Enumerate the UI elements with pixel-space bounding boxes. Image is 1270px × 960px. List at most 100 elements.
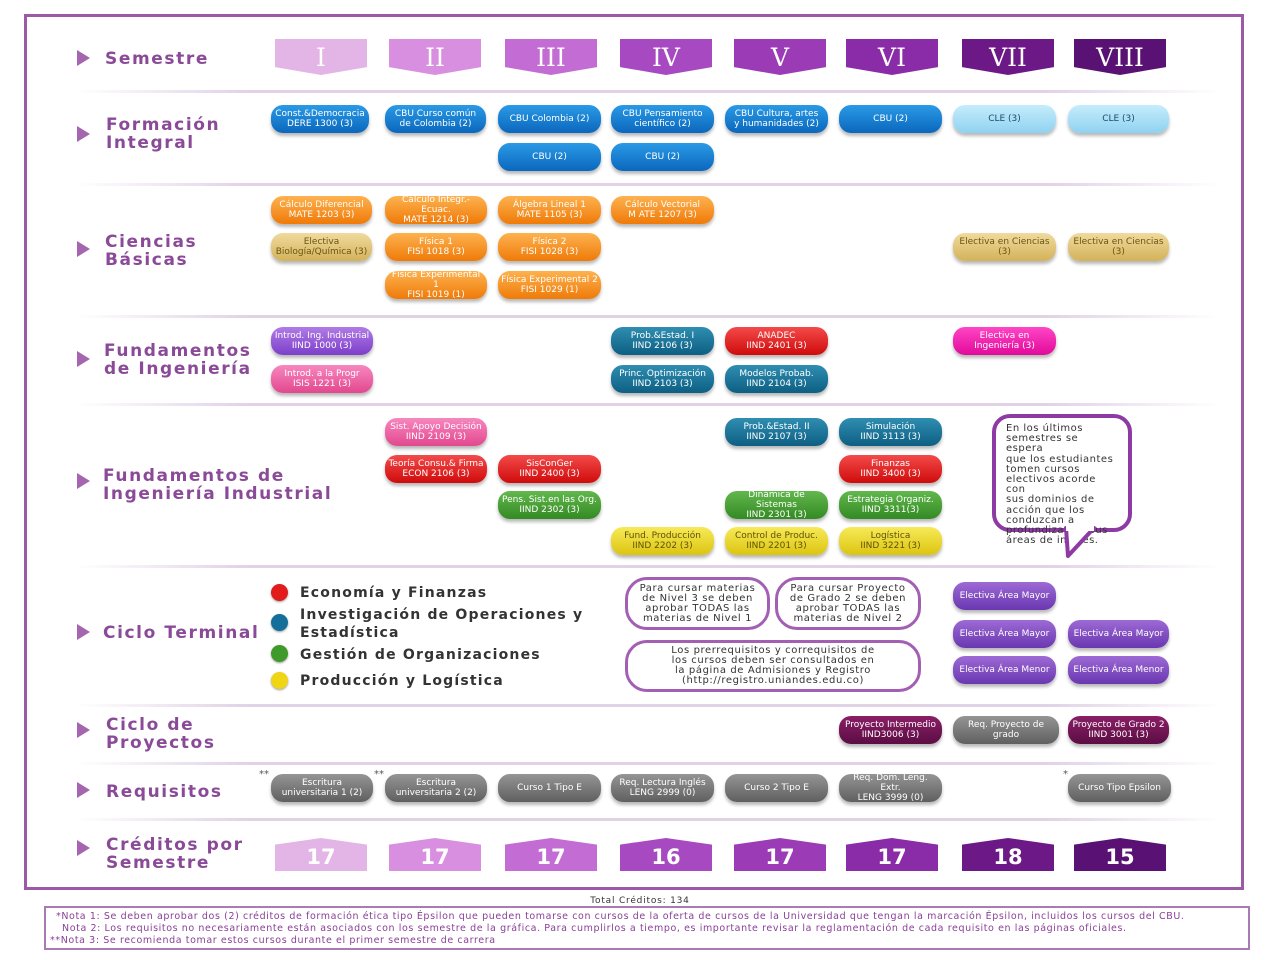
elective-pill[interactable]: Electiva Área Menor [1068, 656, 1169, 684]
course-pill[interactable]: Prob.&Estad. II IIND 2107 (3) [725, 418, 828, 446]
creditos-arrow-icon [77, 840, 90, 856]
semester-header-7: VII [962, 39, 1054, 75]
row-separator [75, 818, 1220, 821]
course-pill[interactable]: Física Experimental 2 FISI 1029 (1) [498, 271, 601, 299]
course-pill[interactable]: Simulación IIND 3113 (3) [839, 418, 942, 446]
elective-pill[interactable]: Electiva Área Mayor [953, 582, 1056, 610]
electives-speech-bubble: En los últimos semestres se espera que l… [992, 414, 1132, 546]
course-pill[interactable]: Cálculo Diferencial MATE 1203 (3) [271, 196, 372, 224]
requirement-pill[interactable]: Curso 2 Tipo E [725, 774, 828, 802]
legend-produccion: Producción y Logística [300, 673, 504, 689]
row-separator [75, 183, 1220, 186]
course-pill[interactable]: Finanzas IIND 3400 (3) [839, 455, 942, 483]
formacion-arrow-icon [77, 126, 90, 142]
speech-bubble-tail-icon [1064, 526, 1096, 558]
legend-dot-gestion [271, 645, 288, 662]
course-pill[interactable]: Física 2 FISI 1028 (3) [498, 233, 601, 261]
course-pill[interactable]: Sist. Apoyo Decisión IIND 2109 (3) [385, 418, 487, 446]
requirement-pill[interactable]: Curso Tipo Epsilon [1068, 774, 1171, 802]
course-pill[interactable]: CBU (2) [498, 143, 601, 171]
requirement-pill[interactable]: Req. Lectura Inglés LENG 2999 (0) [611, 774, 714, 802]
elective-pill[interactable]: Electiva Área Mayor [953, 620, 1056, 648]
note-grado-2: Para cursar Proyecto de Grado 2 se deben… [775, 577, 921, 630]
course-pill[interactable]: Introd. Ing. Industrial IIND 1000 (3) [271, 327, 373, 355]
row-label-creditos: Créditos por Semestre [106, 835, 244, 873]
course-pill[interactable]: CLE (3) [953, 105, 1056, 133]
course-pill[interactable]: CBU Cultura, artes y humanidades (2) [725, 105, 828, 133]
course-pill[interactable]: Álgebra Lineal 1 MATE 1105 (3) [498, 196, 601, 224]
row-separator [75, 565, 1220, 568]
footnote-marker: ** [259, 769, 269, 780]
notes-box [44, 906, 1250, 950]
semester-header-1: I [275, 39, 367, 75]
row-label-terminal: Ciclo Terminal [103, 623, 260, 643]
course-pill[interactable]: Física 1 FISI 1018 (3) [385, 233, 487, 261]
proyectos-arrow-icon [77, 722, 90, 738]
fund-ing-arrow-icon [77, 351, 90, 367]
row-separator [75, 762, 1220, 765]
semester-header-8: VIII [1074, 39, 1166, 75]
credit-box-8: 15 [1074, 838, 1166, 871]
course-pill[interactable]: Cálculo Vectorial M ATE 1207 (3) [611, 196, 714, 224]
elective-pill[interactable]: Electiva Área Mayor [1068, 620, 1169, 648]
course-pill[interactable]: Física Experimental 1 FISI 1019 (1) [385, 270, 487, 300]
course-pill[interactable]: Electiva Biología/Química (3) [271, 233, 372, 261]
course-pill[interactable]: SisConGer IIND 2400 (3) [498, 455, 601, 483]
course-pill[interactable]: Electiva en Ciencias (3) [953, 233, 1056, 261]
credit-box-3: 17 [505, 838, 597, 871]
project-pill[interactable]: Req. Proyecto de grado [953, 716, 1059, 744]
row-label-ciencias: Ciencias Básicas [105, 232, 198, 270]
legend-investigacion: Investigación de Operaciones y Estadísti… [300, 607, 584, 641]
terminal-arrow-icon [77, 624, 90, 640]
requirement-pill[interactable]: Escritura universitaria 2 (2) [385, 774, 487, 802]
course-pill[interactable]: CBU Colombia (2) [498, 105, 601, 133]
requirement-pill[interactable]: Req. Dom. Leng. Extr. LENG 3999 (0) [839, 773, 942, 803]
fund-ind-arrow-icon [77, 473, 90, 489]
project-pill[interactable]: Proyecto Intermedio IIND3006 (3) [839, 716, 942, 744]
row-separator [75, 315, 1220, 318]
course-pill[interactable]: Modelos Probab. IIND 2104 (3) [725, 365, 828, 393]
requirement-pill[interactable]: Escritura universitaria 1 (2) [271, 774, 373, 802]
legend-dot-economia [271, 584, 288, 601]
semester-header-5: V [734, 39, 826, 75]
note-1: *Nota 1: Se deben aprobar dos (2) crédit… [56, 911, 1185, 922]
course-pill[interactable]: CLE (3) [1068, 105, 1169, 133]
legend-dot-produccion [271, 672, 288, 689]
row-label-proyectos: Ciclo de Proyectos [106, 715, 216, 753]
course-pill[interactable]: CBU (2) [611, 143, 714, 171]
requirement-pill[interactable]: Curso 1 Tipo E [498, 774, 601, 802]
note-2: Nota 2: Los requisitos no necesariamente… [62, 923, 1127, 934]
credit-box-7: 18 [962, 838, 1054, 871]
course-pill[interactable]: Logística IIND 3221 (3) [839, 527, 942, 555]
course-pill[interactable]: CBU Curso común de Colombia (2) [385, 105, 486, 133]
course-pill[interactable]: Pens. Sist.en las Org. IIND 2302 (3) [498, 491, 601, 519]
course-pill[interactable]: Prob.&Estad. I IIND 2106 (3) [611, 327, 714, 355]
course-pill[interactable]: Electiva en Ingeniería (3) [953, 327, 1056, 355]
course-pill[interactable]: Dinámica de Sistemas IIND 2301 (3) [725, 490, 828, 520]
course-pill[interactable]: CBU Pensamiento científico (2) [611, 105, 714, 133]
semester-header-2: II [389, 39, 481, 75]
course-pill[interactable]: Teoría Consu.& Firma ECON 2106 (3) [385, 455, 487, 483]
note-nivel-3: Para cursar materias de Nivel 3 se deben… [625, 577, 770, 630]
requisitos-arrow-icon [77, 782, 90, 798]
row-label-fund-ing: Fundamentos de Ingeniería [104, 341, 252, 379]
credit-box-6: 17 [846, 838, 938, 871]
credit-box-4: 16 [620, 838, 712, 871]
course-pill[interactable]: Control de Produc. IIND 2201 (3) [725, 527, 828, 555]
course-pill[interactable]: Cálculo Integr.-Ecuac. MATE 1214 (3) [385, 195, 487, 225]
course-pill[interactable]: Princ. Optimización IIND 2103 (3) [611, 365, 714, 393]
course-pill[interactable]: CBU (2) [839, 105, 942, 133]
course-pill[interactable]: Const.&Democracia DERE 1300 (3) [271, 105, 369, 133]
project-pill[interactable]: Proyecto de Grado 2 IIND 3001 (3) [1068, 716, 1169, 744]
elective-pill[interactable]: Electiva Área Menor [953, 656, 1056, 684]
footnote-marker: * [1063, 769, 1068, 780]
course-pill[interactable]: ANADEC IIND 2401 (3) [725, 327, 828, 355]
course-pill[interactable]: Fund. Producción IIND 2202 (3) [611, 527, 714, 555]
credit-box-5: 17 [734, 838, 826, 871]
footnote-marker: ** [374, 769, 384, 780]
course-pill[interactable]: Estrategia Organiz. IIND 3311(3) [839, 491, 942, 519]
course-pill[interactable]: Electiva en Ciencias (3) [1068, 233, 1169, 261]
row-separator [75, 403, 1220, 406]
course-pill[interactable]: Introd. a la Progr ISIS 1221 (3) [271, 365, 373, 393]
credit-box-2: 17 [389, 838, 481, 871]
